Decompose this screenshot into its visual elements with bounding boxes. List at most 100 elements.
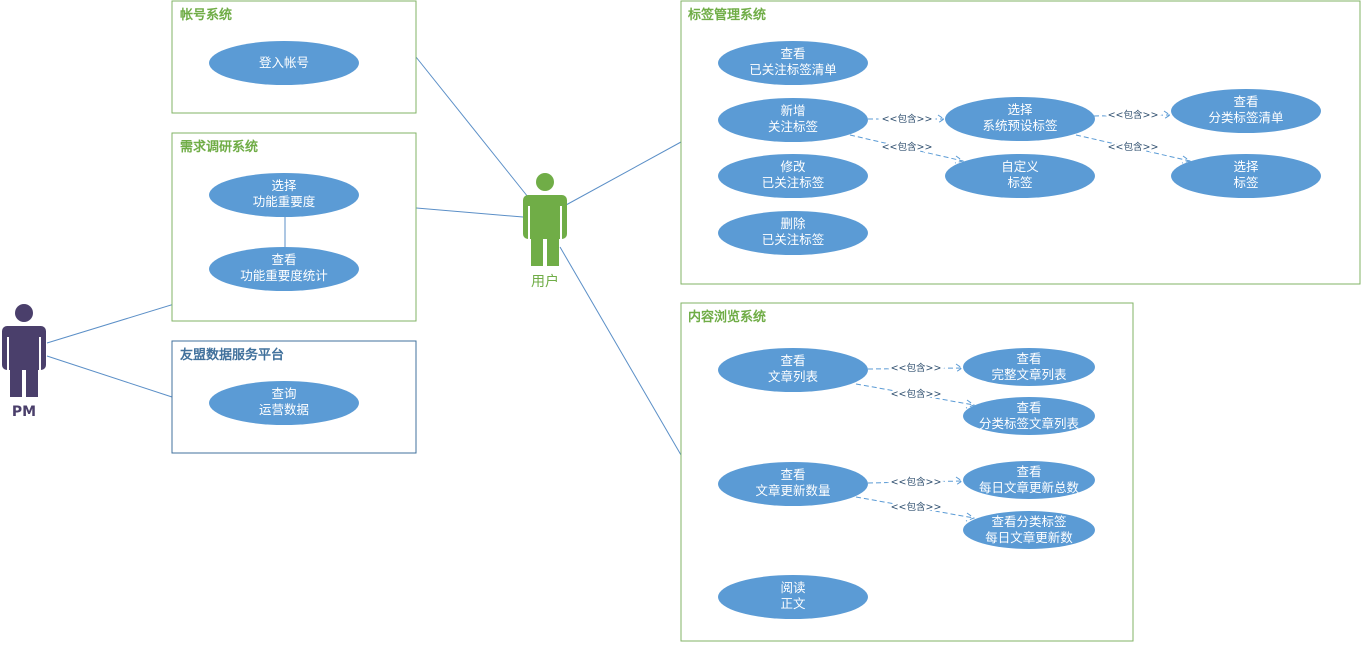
usecase-select-tag-line1: 选择 bbox=[1233, 159, 1259, 174]
usecase-view-category-daily-ellipse[interactable] bbox=[963, 511, 1095, 549]
usecase-add-follow-ellipse[interactable] bbox=[718, 98, 868, 142]
usecase-view-followed-line2: 已关注标签清单 bbox=[749, 62, 837, 77]
usecase-delete-followed-line2: 已关注标签 bbox=[762, 232, 825, 247]
usecase-select-tag-ellipse[interactable] bbox=[1171, 154, 1321, 198]
person-icon bbox=[2, 304, 46, 397]
include-preset-to-select bbox=[1075, 134, 1191, 162]
usecase-query-ops[interactable]: 查询 运营数据 bbox=[209, 381, 359, 425]
usecase-view-full-list[interactable]: 查看 完整文章列表 bbox=[963, 348, 1095, 386]
usecase-modify-followed-ellipse[interactable] bbox=[718, 154, 868, 198]
person-icon bbox=[523, 173, 567, 266]
actor-pm-label: PM bbox=[12, 404, 36, 420]
usecase-custom-tag-line1: 自定义 bbox=[1001, 159, 1039, 174]
actor-pm[interactable]: PM bbox=[2, 304, 46, 420]
usecase-view-category-daily-line1: 查看分类标签 bbox=[991, 514, 1067, 529]
usecase-view-daily-total-line2: 每日文章更新总数 bbox=[979, 480, 1080, 495]
usecase-view-category-articles-ellipse[interactable] bbox=[963, 397, 1095, 435]
include-count-to-daily-total-arrowhead bbox=[955, 476, 963, 486]
include-label-add-custom: <<包含>> bbox=[882, 141, 933, 153]
include-list-to-category bbox=[855, 383, 975, 406]
content-include-relations: <<包含>> <<包含>> <<包含>> <<包含>> bbox=[855, 360, 976, 522]
system-research-boundary bbox=[171, 132, 417, 322]
usecase-select-tag-line2: 标签 bbox=[1233, 175, 1259, 190]
assoc-pm-alliance bbox=[46, 355, 173, 398]
usecase-view-article-list-ellipse[interactable] bbox=[718, 348, 868, 392]
assoc-user-tags bbox=[565, 141, 682, 206]
usecase-view-followed-ellipse[interactable] bbox=[718, 41, 868, 85]
usecase-query-ops-ellipse[interactable] bbox=[209, 381, 359, 425]
usecase-view-full-list-line1: 查看 bbox=[1016, 351, 1041, 366]
usecase-view-category-articles-line2: 分类标签文章列表 bbox=[979, 416, 1080, 431]
usecase-query-ops-line1: 查询 bbox=[271, 386, 296, 401]
usecase-view-category-list-ellipse[interactable] bbox=[1171, 89, 1321, 133]
usecase-view-importance-stats-ellipse[interactable] bbox=[209, 247, 359, 291]
usecase-select-preset[interactable]: 选择 系统预设标签 bbox=[945, 97, 1095, 141]
usecase-modify-followed-line1: 修改 bbox=[780, 159, 806, 174]
usecase-view-daily-total[interactable]: 查看 每日文章更新总数 bbox=[963, 461, 1095, 499]
usecase-view-full-list-ellipse[interactable] bbox=[963, 348, 1095, 386]
usecase-view-article-list[interactable]: 查看 文章列表 bbox=[718, 348, 868, 392]
usecase-view-category-articles[interactable]: 查看 分类标签文章列表 bbox=[963, 397, 1095, 435]
include-list-to-full-arrowhead bbox=[955, 363, 963, 373]
system-research-title: 需求调研系统 bbox=[180, 139, 258, 155]
assoc-user-account bbox=[415, 56, 529, 198]
usecase-view-followed[interactable]: 查看 已关注标签清单 bbox=[718, 41, 868, 85]
usecase-view-daily-total-ellipse[interactable] bbox=[963, 461, 1095, 499]
include-label-count-category-daily: <<包含>> bbox=[891, 501, 942, 513]
include-add-to-preset-arrowhead bbox=[937, 114, 945, 124]
usecase-custom-tag-line2: 标签 bbox=[1007, 175, 1033, 190]
usecase-login-ellipse[interactable] bbox=[209, 41, 359, 85]
include-label-add-preset: <<包含>> bbox=[882, 113, 933, 125]
usecase-add-follow-line1: 新增 bbox=[780, 103, 805, 118]
usecase-view-update-count-line2: 文章更新数量 bbox=[755, 483, 830, 498]
include-preset-to-select-arrowhead bbox=[1181, 155, 1192, 164]
system-account: 帐号系统 登入帐号 bbox=[171, 0, 417, 114]
system-alliance-title: 友盟数据服务平台 bbox=[180, 347, 284, 363]
assoc-user-content bbox=[559, 246, 682, 456]
usecase-view-category-list[interactable]: 查看 分类标签清单 bbox=[1171, 89, 1321, 133]
usecase-delete-followed-line1: 删除 bbox=[780, 216, 806, 231]
usecase-view-article-list-line2: 文章列表 bbox=[768, 369, 819, 384]
include-label-list-category: <<包含>> bbox=[891, 388, 942, 400]
usecase-select-importance[interactable]: 选择 功能重要度 bbox=[209, 173, 359, 217]
usecase-custom-tag-ellipse[interactable] bbox=[945, 154, 1095, 198]
usecase-select-preset-line2: 系统预设标签 bbox=[982, 118, 1058, 133]
include-count-to-category-daily bbox=[855, 496, 975, 519]
usecase-select-preset-ellipse[interactable] bbox=[945, 97, 1095, 141]
usecase-view-category-list-line1: 查看 bbox=[1233, 94, 1258, 109]
usecase-select-importance-ellipse[interactable] bbox=[209, 173, 359, 217]
include-label-preset-select: <<包含>> bbox=[1108, 141, 1159, 153]
usecase-delete-followed-ellipse[interactable] bbox=[718, 211, 868, 255]
usecase-view-update-count[interactable]: 查看 文章更新数量 bbox=[718, 462, 868, 506]
usecase-login[interactable]: 登入帐号 bbox=[209, 41, 359, 85]
system-content: 内容浏览系统 <<包含>> <<包含>> <<包含>> <<包含>> 查看 文章… bbox=[680, 302, 1134, 642]
usecase-read-body-ellipse[interactable] bbox=[718, 575, 868, 619]
usecase-view-followed-line1: 查看 bbox=[780, 46, 805, 61]
usecase-select-tag[interactable]: 选择 标签 bbox=[1171, 154, 1321, 198]
usecase-add-follow[interactable]: 新增 关注标签 bbox=[718, 98, 868, 142]
actor-user-label: 用户 bbox=[531, 273, 559, 290]
usecase-query-ops-line2: 运营数据 bbox=[259, 402, 309, 417]
usecase-view-importance-stats[interactable]: 查看 功能重要度统计 bbox=[209, 247, 359, 291]
usecase-view-article-list-line1: 查看 bbox=[780, 353, 805, 368]
usecase-view-category-daily-line2: 每日文章更新数 bbox=[985, 530, 1073, 545]
usecase-view-category-articles-line1: 查看 bbox=[1016, 400, 1041, 415]
usecase-modify-followed[interactable]: 修改 已关注标签 bbox=[718, 154, 868, 198]
actor-user[interactable]: 用户 bbox=[523, 173, 567, 290]
usecase-select-preset-line1: 选择 bbox=[1007, 102, 1033, 117]
usecase-modify-followed-line2: 已关注标签 bbox=[762, 175, 825, 190]
system-tags-title: 标签管理系统 bbox=[687, 7, 766, 23]
include-label-list-full: <<包含>> bbox=[891, 362, 942, 374]
usecase-read-body-line1: 阅读 bbox=[780, 580, 805, 595]
usecase-login-line1: 登入帐号 bbox=[259, 55, 309, 70]
usecase-custom-tag[interactable]: 自定义 标签 bbox=[945, 154, 1095, 198]
system-content-title: 内容浏览系统 bbox=[688, 309, 766, 325]
usecase-delete-followed[interactable]: 删除 已关注标签 bbox=[718, 211, 868, 255]
usecase-view-update-count-ellipse[interactable] bbox=[718, 462, 868, 506]
include-preset-to-category bbox=[1093, 114, 1171, 117]
usecase-view-category-daily[interactable]: 查看分类标签 每日文章更新数 bbox=[963, 511, 1095, 549]
include-label-preset-category: <<包含>> bbox=[1108, 109, 1159, 121]
usecase-select-importance-line1: 选择 bbox=[271, 178, 297, 193]
usecase-read-body[interactable]: 阅读 正文 bbox=[718, 575, 868, 619]
